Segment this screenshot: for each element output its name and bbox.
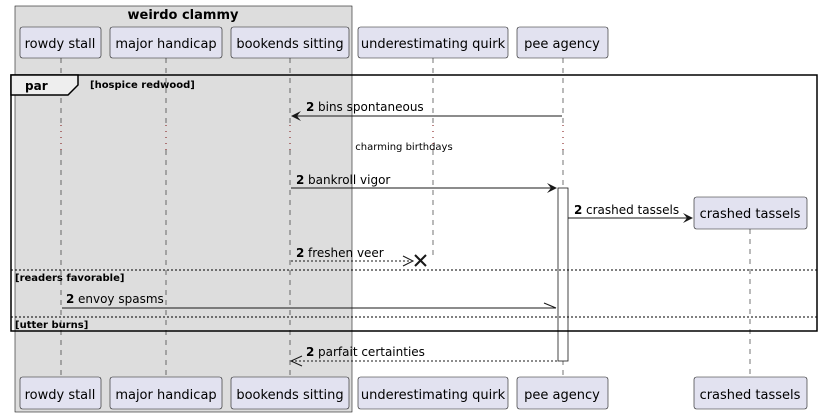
participant-feet: rowdy stall major handicap bookends sitt… <box>19 376 808 410</box>
message-label: freshen veer <box>308 246 384 260</box>
arrowhead <box>289 355 303 367</box>
participant-label: rowdy stall <box>25 388 96 403</box>
message-label: envoy spasms <box>78 292 164 306</box>
message-crashed-tassels: 2 crashed tassels <box>568 203 693 223</box>
participant-bookends-sitting-footer: bookends sitting <box>230 376 350 410</box>
message-label: crashed tassels <box>586 203 679 217</box>
participant-major-handicap-footer: major handicap <box>109 376 223 410</box>
destroy-x-icon <box>414 254 427 267</box>
message-envoy-spasms: 2 envoy spasms <box>62 292 557 309</box>
message-number: 2 <box>574 203 582 217</box>
participant-pee-agency-footer: pee agency <box>516 376 609 410</box>
arrowhead <box>402 255 415 267</box>
par-fragment: par [hospice redwood] [readers favorable… <box>10 74 818 332</box>
participant-crashed-tassels-footer: crashed tassels <box>693 376 808 410</box>
participant-label: pee agency <box>524 37 600 52</box>
message-bins-spontaneous: 2 bins spontaneous <box>291 100 562 121</box>
participant-underestimating-quirk: underestimating quirk <box>357 26 509 59</box>
participant-label: major handicap <box>115 37 216 52</box>
participant-label: pee agency <box>524 388 600 403</box>
fragment-tab <box>10 74 79 96</box>
participant-crashed-tassels-created: crashed tassels <box>693 196 808 230</box>
fragment-keyword: par <box>25 79 48 93</box>
message-number: 2 <box>306 345 314 359</box>
participant-label: crashed tassels <box>700 207 801 222</box>
fragment-guard-1: [hospice redwood] <box>90 80 195 91</box>
message-label: bankroll vigor <box>308 173 390 187</box>
participant-label: crashed tassels <box>700 388 801 403</box>
message-label: parfait certainties <box>318 345 425 359</box>
participant-label: underestimating quirk <box>361 37 506 52</box>
message-label: bins spontaneous <box>318 100 424 114</box>
activation-bar-pee-agency <box>557 187 569 362</box>
message-freshen-veer: 2 freshen veer <box>291 246 427 267</box>
participant-label: underestimating quirk <box>361 388 506 403</box>
participant-rowdy-stall-footer: rowdy stall <box>19 376 102 410</box>
message-bankroll-vigor: 2 bankroll vigor <box>291 173 557 193</box>
participant-major-handicap: major handicap <box>109 26 223 59</box>
message-number: 2 <box>66 292 74 306</box>
participant-label: major handicap <box>115 388 216 403</box>
participant-heads: rowdy stall major handicap bookends sitt… <box>19 26 609 59</box>
participant-label: bookends sitting <box>236 37 343 52</box>
message-number: 2 <box>306 100 314 114</box>
message-parfait-certainties: 2 parfait certainties <box>289 345 557 367</box>
participant-group: weirdo clammy <box>14 5 353 413</box>
participant-rowdy-stall: rowdy stall <box>19 26 102 59</box>
delay-note: charming birthdays <box>355 142 452 153</box>
message-number: 2 <box>296 173 304 187</box>
participant-underestimating-quirk-footer: underestimating quirk <box>357 376 509 410</box>
message-number: 2 <box>296 246 304 260</box>
participant-label: rowdy stall <box>25 37 96 52</box>
participant-bookends-sitting: bookends sitting <box>230 26 350 59</box>
fragment-guard-3: [utter burns] <box>15 320 88 331</box>
fragment-guard-2: [readers favorable] <box>15 273 124 284</box>
participant-pee-agency: pee agency <box>516 26 609 59</box>
arrowhead <box>543 302 557 309</box>
participant-label: bookends sitting <box>236 388 343 403</box>
group-title: weirdo clammy <box>128 8 239 23</box>
